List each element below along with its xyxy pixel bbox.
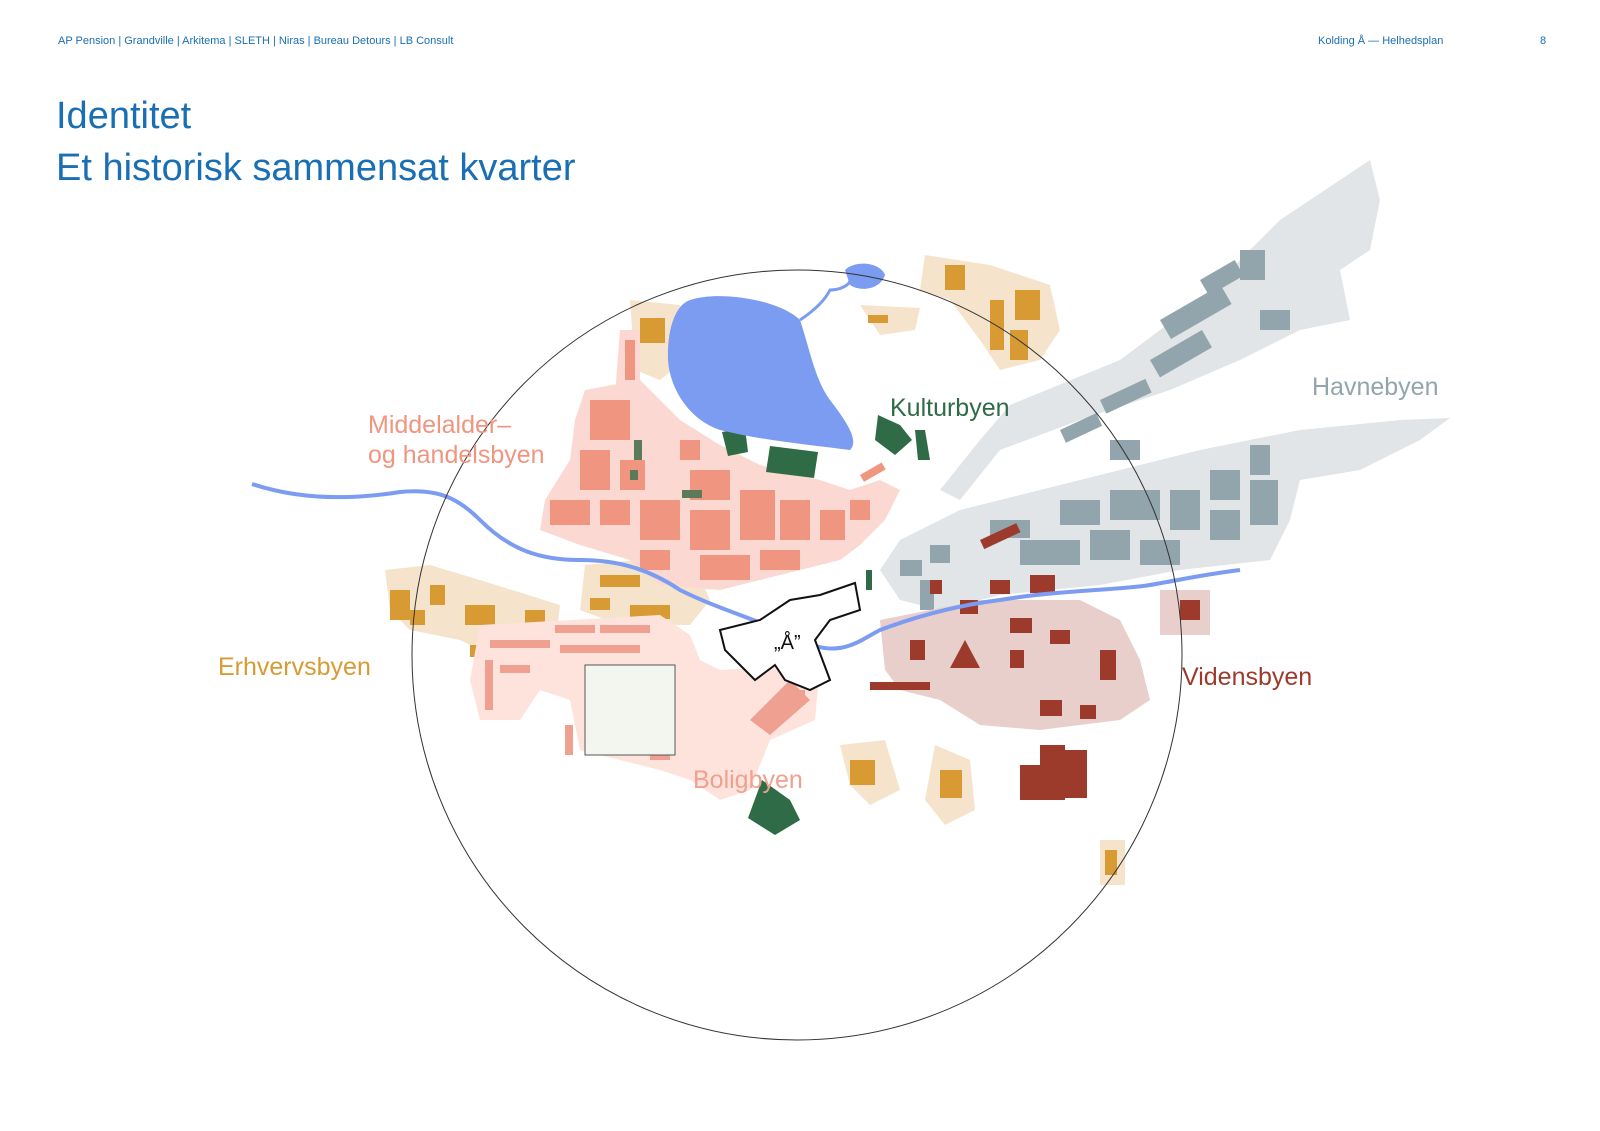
label-middelalder: Middelalder– og handelsbyen [368,411,545,469]
title-line-1: Identitet [56,95,192,137]
havnebyen-buildings [900,250,1290,610]
label-vidensbyen: Vidensbyen [1182,663,1313,691]
page-number: 8 [1540,35,1547,47]
stream [799,279,852,322]
page-title: Identitet Et historisk sammensat kvarter [56,90,575,194]
kulturbyen-buildings [630,415,930,835]
label-kulturbyen: Kulturbyen [890,394,1010,422]
header-partners: AP Pension | Grandville | Arkitema | SLE… [58,35,454,47]
havnebyen-area [880,160,1450,610]
label-site: „Å” [774,632,801,654]
label-boligbyen: Boligbyen [693,766,803,794]
label-erhvervsbyen: Erhvervsbyen [218,653,371,681]
river [251,482,1241,651]
middelalder-area [540,330,900,590]
label-havnebyen: Havnebyen [1312,373,1439,401]
boligbyen-area [470,615,820,800]
header-project-title: Kolding Å — Helhedsplan [1318,35,1444,47]
park-area [584,664,676,756]
vidensbyen-area [870,523,1210,800]
erhvervsbyen-buildings [390,265,1117,875]
site-outline [718,581,862,692]
radius-circle [411,269,1183,1041]
lake [667,296,854,450]
title-line-2: Et historisk sammensat kvarter [56,147,576,189]
